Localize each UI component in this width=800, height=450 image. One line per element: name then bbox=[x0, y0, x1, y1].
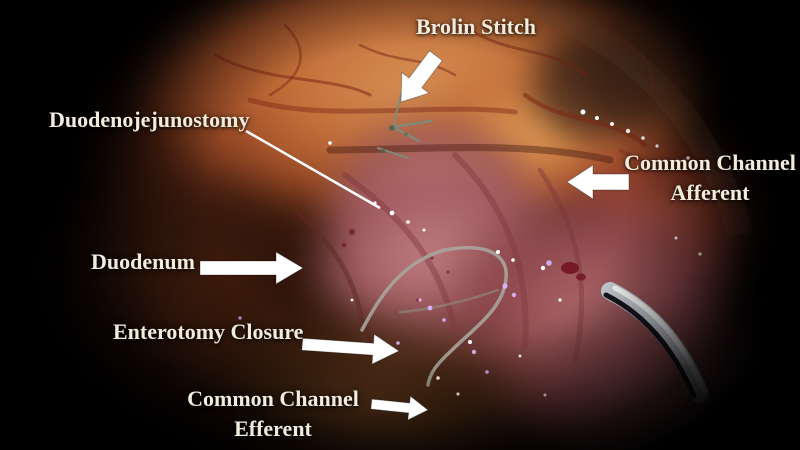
common-channel-efferent-arrow bbox=[370, 395, 429, 421]
duodenojejunostomy-leader-line bbox=[245, 129, 381, 210]
enterotomy-closure-arrow bbox=[301, 333, 400, 365]
label-common-channel-efferent: Common Channel Efferent bbox=[182, 384, 364, 444]
label-duodenum: Duodenum bbox=[91, 249, 195, 274]
label-duodenojejunostomy: Duodenojejunostomy bbox=[49, 107, 250, 132]
label-common-channel-afferent-line2: Afferent bbox=[670, 180, 750, 205]
label-enterotomy-closure: Enterotomy Closure bbox=[113, 319, 304, 344]
label-common-channel-afferent: Common Channel Afferent bbox=[618, 148, 800, 208]
label-common-channel-efferent-line1: Common Channel bbox=[187, 386, 359, 411]
brolin-stitch-arrow bbox=[400, 50, 443, 103]
label-brolin-stitch: Brolin Stitch bbox=[416, 14, 537, 39]
label-common-channel-efferent-line2: Efferent bbox=[234, 416, 312, 441]
common-channel-afferent-arrow bbox=[566, 164, 630, 200]
duodenum-arrow bbox=[199, 251, 304, 285]
label-common-channel-afferent-line1: Common Channel bbox=[624, 150, 796, 175]
